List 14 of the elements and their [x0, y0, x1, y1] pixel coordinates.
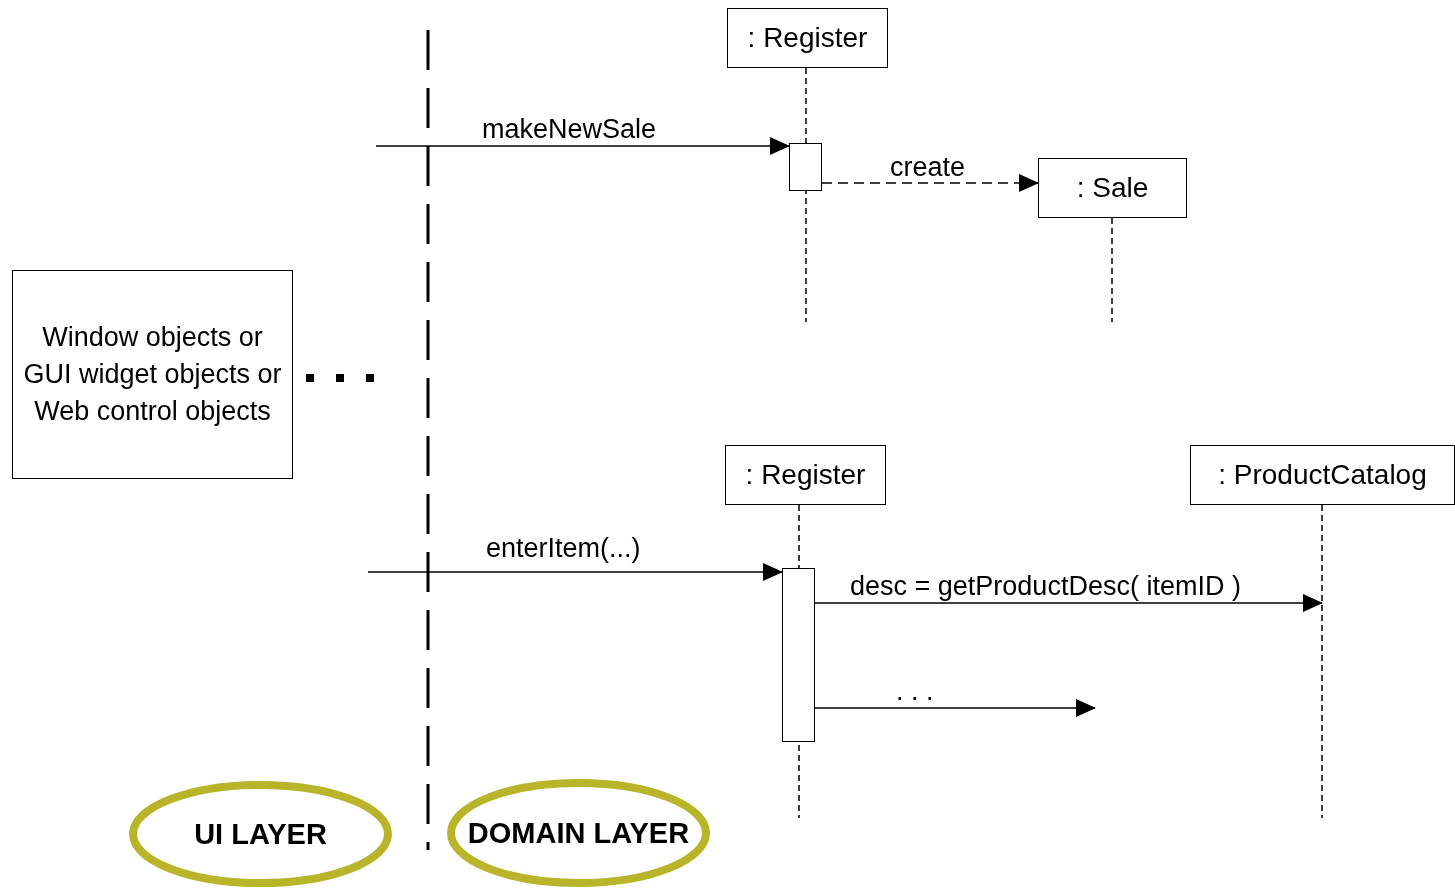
- layer-ellipse: UI LAYER: [128, 780, 393, 888]
- message-arrow: [821, 174, 1039, 192]
- object-box: : Register: [727, 8, 888, 68]
- layer-ellipse: DOMAIN LAYER: [446, 778, 711, 888]
- activation-bar: [782, 568, 815, 742]
- object-box: : Sale: [1038, 158, 1187, 218]
- object-box: : ProductCatalog: [1190, 445, 1455, 505]
- message-arrow: [367, 563, 783, 581]
- message-arrow: [814, 699, 1096, 717]
- object-box: : Register: [725, 445, 886, 505]
- note-box: Window objects or GUI widget objects or Web control objects: [12, 270, 293, 479]
- message-arrow: [375, 137, 790, 155]
- message-arrow: [814, 594, 1323, 612]
- activation-bar: [789, 143, 822, 191]
